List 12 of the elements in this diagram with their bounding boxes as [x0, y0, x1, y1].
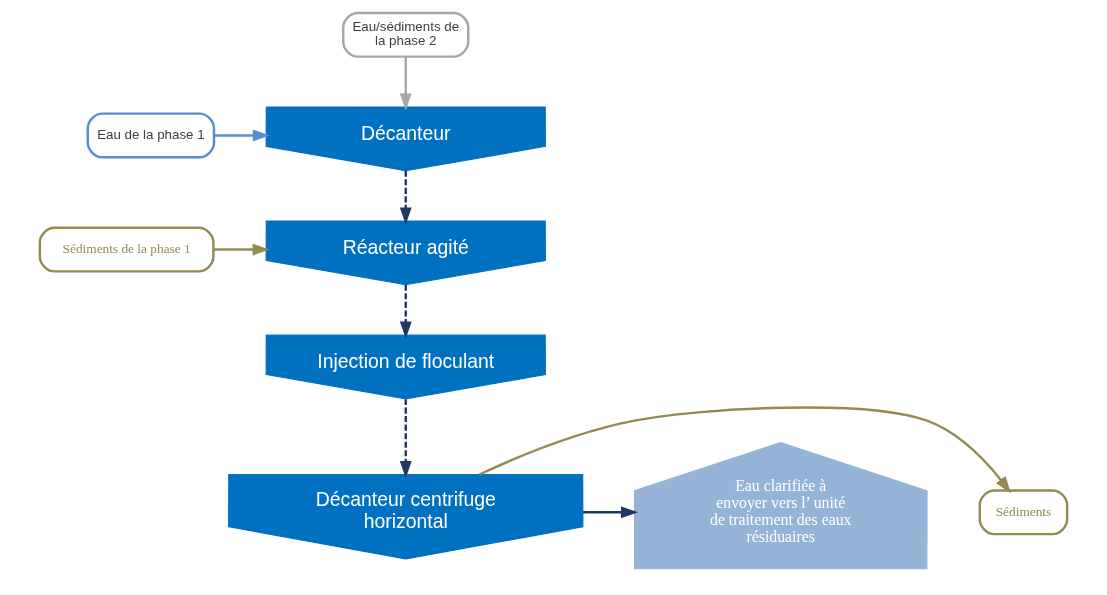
- node-box: Sédiments de la phase 1: [38, 226, 215, 273]
- arrow: [399, 399, 412, 479]
- arrow: [583, 506, 639, 519]
- arrow: [213, 243, 270, 256]
- node-box: Eau/sédiments de la phase 2: [342, 11, 470, 58]
- arrow: [214, 129, 270, 142]
- arrow: [399, 284, 412, 339]
- node-box: Sédiments: [978, 489, 1069, 536]
- node-box: Eau de la phase 1: [86, 112, 216, 159]
- arrow: [399, 170, 412, 225]
- arrow: [478, 406, 1012, 494]
- arrow: [399, 56, 412, 111]
